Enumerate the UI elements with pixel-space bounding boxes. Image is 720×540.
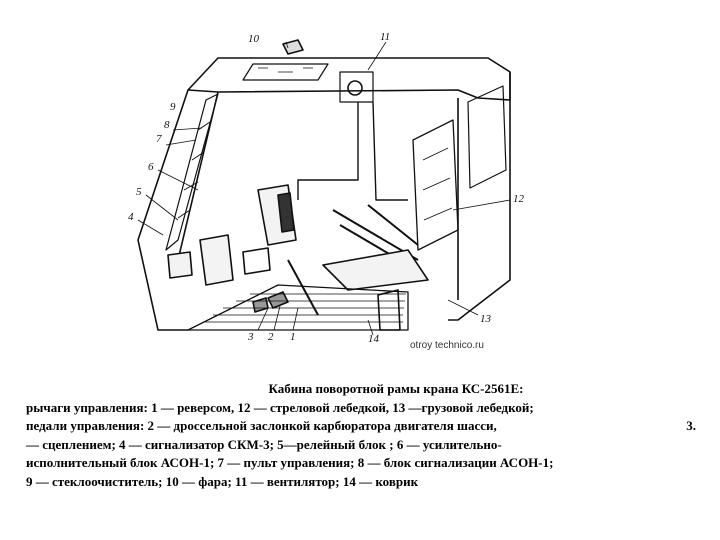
cabin-rear-wall: [448, 72, 511, 321]
label-6: 6: [148, 161, 154, 173]
cabin-roof: [187, 57, 511, 101]
rear-window: [412, 119, 459, 251]
caption-line-2-left: педали управления: 2 — дроссельной засло…: [26, 418, 497, 434]
relay-block: [199, 234, 234, 286]
label-3: 3: [247, 331, 254, 343]
figure-caption: Кабина поворотной рамы крана КС-2561Е: р…: [26, 380, 696, 492]
roof-window: [242, 63, 329, 81]
headlight: [282, 39, 304, 55]
caption-line-2: педали управления: 2 — дроссельной засло…: [26, 417, 696, 436]
floor-mat: [187, 284, 409, 331]
fan: [347, 80, 363, 96]
label-9: 9: [170, 101, 176, 113]
caption-line-4: исполнительный блок АСОН-1; 7 — пульт уп…: [26, 455, 554, 471]
label-10: 10: [248, 33, 260, 45]
label-1: 1: [290, 331, 296, 343]
windshield: [165, 93, 219, 251]
caption-line-2-right: 3.: [686, 418, 696, 434]
caption-title: Кабина поворотной рамы крана КС-2561Е:: [268, 381, 524, 396]
seat: [322, 249, 429, 291]
label-8: 8: [164, 119, 170, 131]
label-4: 4: [128, 211, 134, 223]
watermark: otroy technico.ru: [410, 340, 484, 351]
label-12: 12: [513, 193, 525, 205]
caption-line-3: — сцеплением; 4 — сигнализатор СКМ-3; 5—…: [26, 436, 502, 452]
label-13: 13: [480, 313, 492, 325]
label-14: 14: [368, 333, 380, 345]
label-2: 2: [268, 331, 274, 343]
label-5: 5: [136, 186, 142, 198]
cabin-drawing: 4 5 6 7 8 9 10 11 12 13 14 3 2 1 otroy t…: [128, 31, 525, 351]
caption-line-5: 9 — стеклоочиститель; 10 — фара; 11 — ве…: [26, 473, 419, 489]
cabin-left-wall: [137, 89, 189, 331]
cabin-diagram: 4 5 6 7 8 9 10 11 12 13 14 3 2 1 otroy t…: [118, 30, 538, 360]
label-7: 7: [156, 133, 162, 145]
caption-line-1: рычаги управления: 1 — реверсом, 12 — ст…: [26, 399, 534, 415]
label-11: 11: [380, 31, 390, 43]
